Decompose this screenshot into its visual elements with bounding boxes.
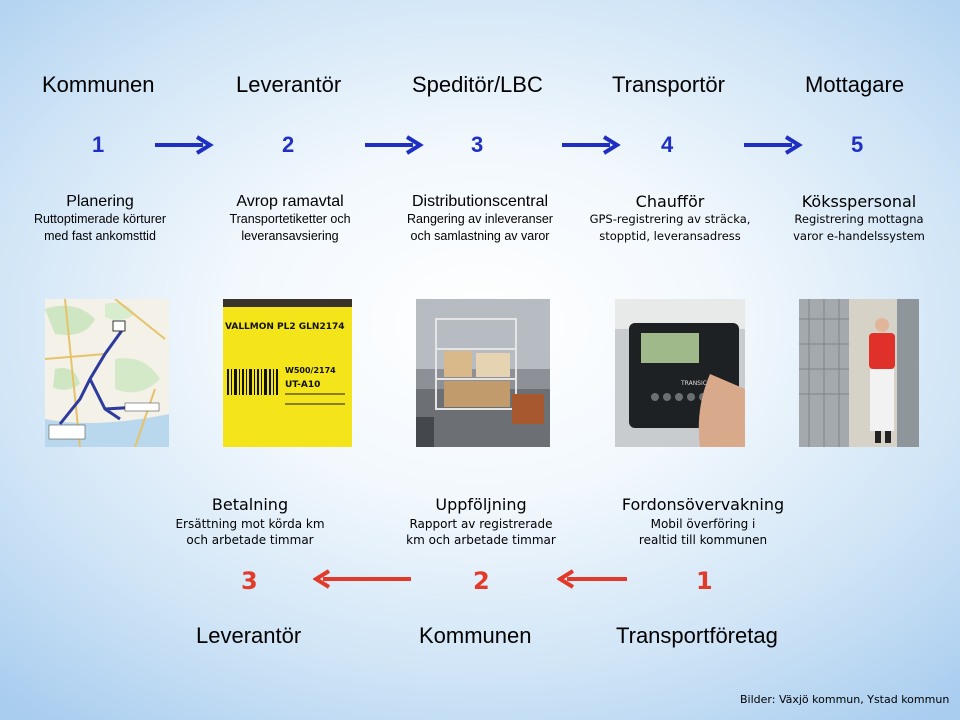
task-title: Chaufför (635, 192, 705, 211)
task-title: Avrop ramavtal (236, 193, 344, 210)
bottom-task-desc: realtid till kommunen (638, 533, 768, 547)
bottom-task-uppfoljning: Uppföljning Rapport av registrerade km o… (371, 494, 591, 548)
bottom-role-leverantor: Leverantör (196, 623, 302, 648)
route-map-image (45, 299, 169, 447)
task-desc: Rangering av inleveranser (407, 212, 553, 226)
task-title: Planering (66, 193, 134, 210)
role-leverantor: Leverantör (236, 72, 342, 97)
task-planering: Planering Ruttoptimerade körturer med fa… (10, 192, 190, 245)
task-desc: Transportetiketter och (229, 212, 351, 226)
label-text: UT-A10 (285, 380, 320, 390)
task-desc: stopptid, leveransadress (599, 229, 741, 243)
task-title: Distributionscentral (411, 193, 549, 210)
step-number-2: 2 (282, 132, 295, 157)
arrow-right-icon (365, 135, 424, 155)
bottom-task-title: Fordonsövervakning (621, 495, 785, 514)
task-chauffor: Chaufför GPS-registrering av sträcka, st… (580, 192, 760, 245)
task-distribution: Distributionscentral Rangering av inleve… (390, 192, 570, 245)
task-desc: leveransavsiering (241, 229, 339, 243)
task-avrop: Avrop ramavtal Transportetiketter och le… (200, 192, 380, 245)
arrow-left-icon (313, 569, 411, 589)
label-text: VALLMON PL2 GLN2174 (225, 322, 345, 332)
bottom-step-number-2: 2 (473, 567, 490, 595)
bottom-task-title: Betalning (211, 495, 289, 514)
bottom-task-betalning: Betalning Ersättning mot körda km och ar… (140, 494, 360, 548)
gps-device-image: TRANSICOLD (615, 299, 745, 447)
arrow-right-icon (744, 135, 803, 155)
role-transportor: Transportör (612, 72, 725, 97)
bottom-step-number-1: 1 (696, 567, 713, 595)
bottom-role-transportforetag: Transportföretag (616, 623, 778, 648)
task-title: Köksspersonal (801, 192, 917, 211)
step-number-3: 3 (471, 132, 484, 157)
bottom-step-number-3: 3 (241, 567, 258, 595)
bottom-role-kommunen: Kommunen (419, 623, 532, 648)
arrow-right-icon (562, 135, 621, 155)
task-desc: med fast ankomsttid (44, 229, 156, 243)
task-desc: och samlastning av varor (410, 229, 550, 243)
bottom-task-fordonsovervakning: Fordonsövervakning Mobil överföring i re… (593, 494, 813, 548)
arrow-left-icon (557, 569, 627, 589)
role-kommunen: Kommunen (42, 72, 155, 97)
role-mottagare: Mottagare (805, 72, 905, 97)
bottom-task-title: Uppföljning (435, 495, 527, 514)
label-text: W500/2174 (285, 366, 336, 375)
delivery-label-image: VALLMON PL2 GLN2174 W500/2174 UT-A10 (223, 299, 352, 447)
task-desc: Registrering mottagna (794, 212, 924, 226)
bottom-task-desc: km och arbetade timmar (406, 533, 556, 547)
bottom-task-desc: och arbetade timmar (186, 533, 314, 547)
bottom-task-desc: Rapport av registrerade (409, 517, 553, 531)
device-brand-text: TRANSICOLD (680, 380, 720, 387)
task-desc: Ruttoptimerade körturer (33, 212, 166, 226)
task-desc: GPS-registrering av sträcka, (589, 212, 751, 226)
step-number-4: 4 (661, 132, 674, 157)
image-credit: Bilder: Växjö kommun, Ystad kommun (740, 693, 950, 706)
kitchen-staff-image (799, 299, 919, 447)
task-kokspersonal: Köksspersonal Registrering mottagna varo… (769, 192, 949, 245)
role-speditor: Speditör/LBC (412, 72, 543, 97)
step-number-5: 5 (851, 132, 864, 157)
bottom-task-desc: Mobil överföring i (650, 517, 756, 531)
arrow-right-icon (155, 135, 214, 155)
task-desc: varor e-handelssystem (793, 229, 925, 243)
step-number-1: 1 (92, 132, 105, 157)
warehouse-image (416, 299, 550, 447)
bottom-task-desc: Ersättning mot körda km (175, 517, 325, 531)
